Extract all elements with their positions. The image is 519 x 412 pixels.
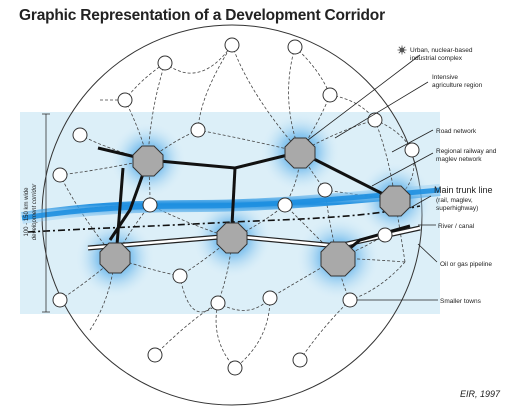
label-urban-line1: Urban, nuclear-based <box>410 47 473 54</box>
label-railway-line1: Regional railway and <box>436 148 497 155</box>
corridor-width-marker <box>42 113 50 313</box>
hub-node <box>132 145 164 177</box>
label-river: River / canal <box>438 223 475 230</box>
star-burst-icon <box>397 45 407 55</box>
source-credit: EIR, 1997 <box>460 389 501 399</box>
urban-hubs <box>99 137 411 277</box>
label-trunk-detail1: (rail, maglev, <box>436 197 473 204</box>
label-trunk-title: Main trunk line <box>434 185 493 195</box>
main-trunk-line <box>27 205 421 233</box>
label-agriculture-line2: agriculture region <box>432 82 483 89</box>
label-railway-line2: maglev network <box>436 156 482 163</box>
label-urban-line2: industrial complex <box>410 55 463 62</box>
corridor-label-line1: 100 - 150 km wide <box>24 187 30 237</box>
leader-lines <box>307 54 438 301</box>
label-towns: Smaller towns <box>440 298 482 305</box>
label-pipeline: Oil or gas pipeline <box>440 261 492 268</box>
hub-node <box>216 222 248 254</box>
callout-labels: Urban, nuclear-based industrial complex … <box>410 47 497 305</box>
label-road-network: Road network <box>436 128 477 135</box>
hub-node <box>379 185 411 217</box>
hub-node <box>99 242 131 274</box>
smaller-towns <box>52 37 420 376</box>
label-agriculture-line1: Intensive <box>432 74 458 81</box>
hub-node <box>284 137 316 169</box>
diagram-title: Graphic Representation of a Development … <box>19 7 385 24</box>
corridor-label-line2: development corridor <box>32 183 38 240</box>
label-trunk-detail2: superhighway) <box>436 205 478 212</box>
hub-node <box>320 241 356 277</box>
